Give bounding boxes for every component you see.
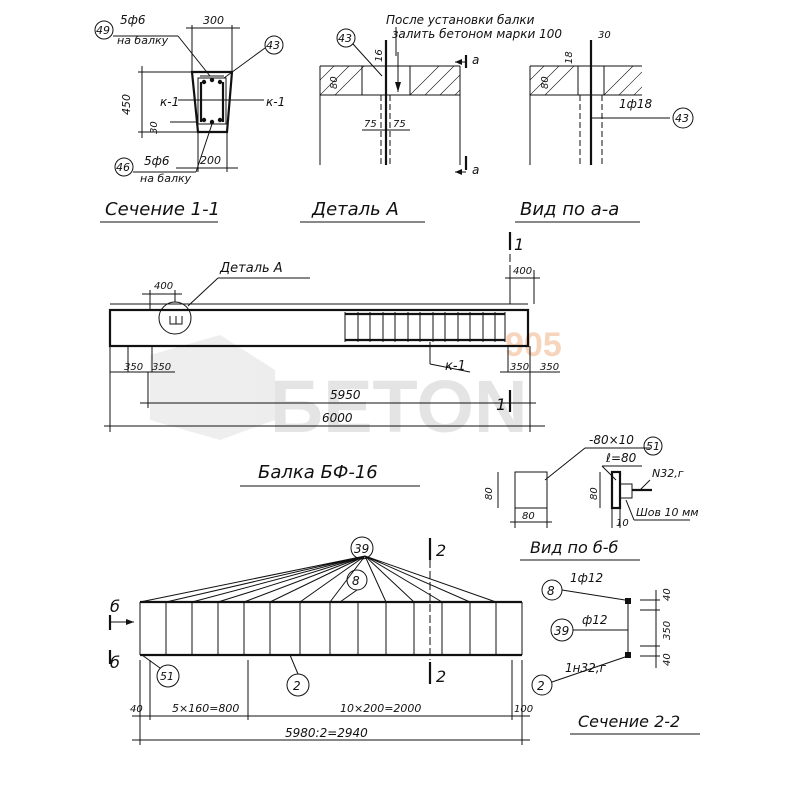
- beam-section-1-bottom: 1: [496, 395, 506, 414]
- view-aa-dim-18: 18: [564, 51, 575, 64]
- view-bb-dim-w: 80: [522, 511, 535, 522]
- frame-cut-bottom: б: [110, 653, 120, 672]
- detail-a-cut-top: а: [472, 53, 479, 67]
- s22-dim-top: 40: [662, 588, 673, 601]
- s11-callout-43: 43: [266, 39, 280, 52]
- view-bb-title: Вид по б-б: [530, 538, 619, 557]
- s11-rebar-top: 5ф6: [120, 13, 146, 27]
- frame-section-2-bottom: 2: [436, 667, 446, 686]
- s22-label-top: 1ф12: [570, 571, 603, 585]
- view-bb-weld: Шов 10 мм: [636, 506, 699, 519]
- view-bb-channel: N32,г: [652, 467, 684, 480]
- view-bb-dim-t: 10: [616, 518, 629, 529]
- beam-dim-350-r1: 350: [510, 362, 529, 373]
- section-2-2: 40 350 40 8 1ф12 39 ф12 2 1н32,г Сечение…: [531, 571, 700, 735]
- section-1-1-title: Сечение 1-1: [105, 199, 220, 220]
- beam-section-1-top: 1: [514, 235, 524, 254]
- view-bb-callout-51: 51: [646, 440, 660, 453]
- detail-a: После установки балки залить бетоном мар…: [300, 13, 562, 223]
- detail-a-title: Деталь А: [311, 199, 399, 220]
- view-aa-callout-43: 43: [675, 112, 689, 125]
- s11-dim-30: 30: [149, 121, 160, 134]
- beam-dim-400-right: 400: [513, 266, 532, 277]
- detail-a-hatch: [320, 66, 460, 95]
- s11-rebar-top-note: на балку: [117, 34, 169, 47]
- view-bb-dim-h: 80: [484, 487, 495, 500]
- beam-dim-400-left: 400: [154, 281, 173, 292]
- view-bb-length: ℓ=80: [605, 451, 637, 465]
- frame-dim-group1: 5×160=800: [172, 702, 239, 715]
- frame-callout-51: 51: [160, 670, 174, 683]
- view-aa-rebar: 1ф18: [619, 97, 653, 111]
- s22-dim-bottom: 40: [662, 653, 673, 666]
- section-1-1: 300 450 30 200 49 5ф6 на балку 43 к-1 к-…: [94, 13, 285, 223]
- beam-dim-350-l2: 350: [152, 362, 171, 373]
- detail-a-note-2: залить бетоном марки 100: [392, 27, 562, 41]
- s11-rebar-bottom-note: на балку: [140, 172, 192, 185]
- s22-callout-8: 8: [547, 584, 555, 598]
- frame-dim-100: 100: [514, 704, 533, 715]
- beam-bf16: Деталь А 400 1 1 400 к-1 350 350 350 350…: [104, 232, 560, 487]
- watermark-brand: БETON: [270, 365, 527, 448]
- s11-callout-49: 49: [96, 24, 110, 37]
- frame-k1: 39 8 2 51 2 2 б б 40 5×160=800 10×200=20…: [108, 536, 533, 745]
- beam-frame-label: к-1: [445, 359, 466, 374]
- s22-callout-39: 39: [554, 624, 569, 638]
- s11-callout-46: 46: [116, 161, 130, 174]
- beam-dim-350-r2: 350: [540, 362, 559, 373]
- view-aa-dim-80: 80: [540, 76, 551, 89]
- detail-a-dim-75-left: 75: [364, 119, 377, 130]
- frame-k1-stirrups: [139, 602, 523, 655]
- s22-label-mid: ф12: [582, 613, 608, 627]
- detail-a-dim-16: 16: [374, 49, 385, 62]
- detail-a-dim-80: 80: [329, 76, 340, 89]
- s11-frame-left: к-1: [160, 95, 179, 109]
- frame-callout-39: 39: [354, 542, 369, 556]
- s22-title: Сечение 2-2: [578, 712, 680, 731]
- frame-dim-total: 5980:2=2940: [285, 726, 368, 740]
- s11-frame-right: к-1: [266, 95, 285, 109]
- s11-dim-450: 450: [120, 94, 133, 115]
- frame-cut-top: б: [110, 597, 120, 616]
- view-bb-plate: -80×10: [589, 433, 634, 447]
- beam-dim-5950: 5950: [330, 388, 361, 402]
- detail-a-cut-bottom: а: [472, 163, 479, 177]
- beam-dim-350-l1: 350: [124, 362, 143, 373]
- view-a-a: 30 18 80 1ф18 43 Вид по а-а: [515, 30, 694, 223]
- s11-rebar-bottom: 5ф6: [144, 154, 170, 168]
- frame-dim-group2: 10×200=2000: [340, 702, 421, 715]
- frame-callout-2: 2: [293, 679, 301, 693]
- frame-dim-40: 40: [130, 704, 143, 715]
- detail-a-note-1: После установки балки: [386, 13, 535, 27]
- beam-title: Балка БФ-16: [258, 462, 378, 483]
- s22-label-bottom: 1н32,г: [565, 661, 607, 675]
- frame-callout-8: 8: [352, 574, 360, 588]
- view-aa-title: Вид по а-а: [520, 199, 619, 220]
- s11-dim-200: 200: [200, 154, 221, 167]
- s22-dim-mid: 350: [662, 621, 673, 640]
- view-bb-dim-h2: 80: [589, 487, 600, 500]
- beam-frame-k1: [344, 312, 506, 342]
- detail-a-dim-75-right: 75: [393, 119, 406, 130]
- detail-a-callout-43: 43: [338, 32, 352, 45]
- view-aa-dim-30: 30: [598, 30, 611, 41]
- frame-section-2-top: 2: [436, 541, 446, 560]
- watermark: БETON 905: [150, 326, 562, 448]
- s22-callout-2: 2: [537, 679, 545, 693]
- beam-detail-a-callout: Деталь А: [219, 261, 283, 276]
- beam-dim-6000: 6000: [322, 411, 353, 425]
- view-b-b: 80 80 80 10 -80×10 ℓ=80 51 N32,г Шов 10 …: [484, 433, 699, 561]
- s11-dim-300: 300: [203, 14, 224, 27]
